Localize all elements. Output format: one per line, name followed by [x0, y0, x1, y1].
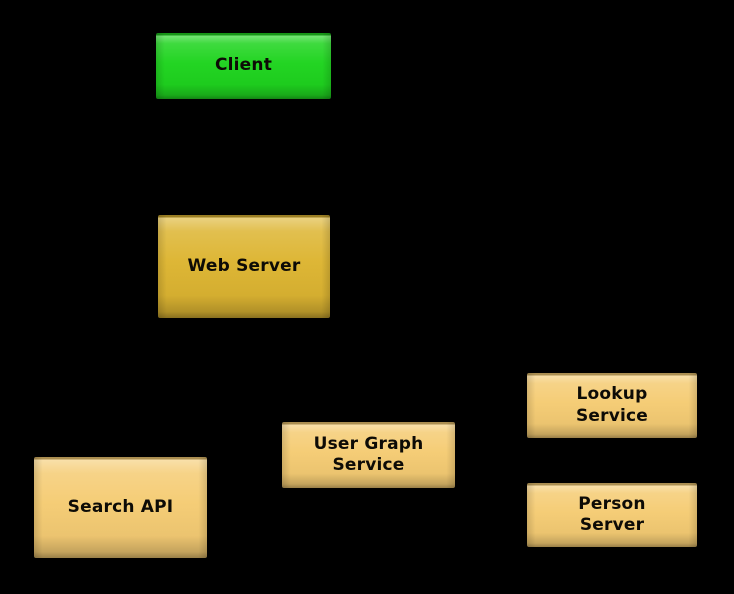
node-search-api: Search API	[34, 457, 207, 558]
node-lookup-service-label: Lookup Service	[575, 384, 649, 426]
node-person-server-label: Person Server	[578, 493, 646, 535]
node-client: Client	[156, 33, 331, 99]
node-lookup-service: Lookup Service	[527, 373, 697, 438]
node-search-api-label: Search API	[67, 496, 174, 517]
node-web-server-label: Web Server	[187, 255, 301, 276]
node-user-graph-service: User Graph Service	[282, 422, 455, 488]
node-person-server: Person Server	[527, 483, 697, 547]
node-client-label: Client	[214, 55, 273, 76]
node-web-server: Web Server	[158, 215, 330, 318]
node-user-graph-service-label: User Graph Service	[313, 433, 424, 475]
